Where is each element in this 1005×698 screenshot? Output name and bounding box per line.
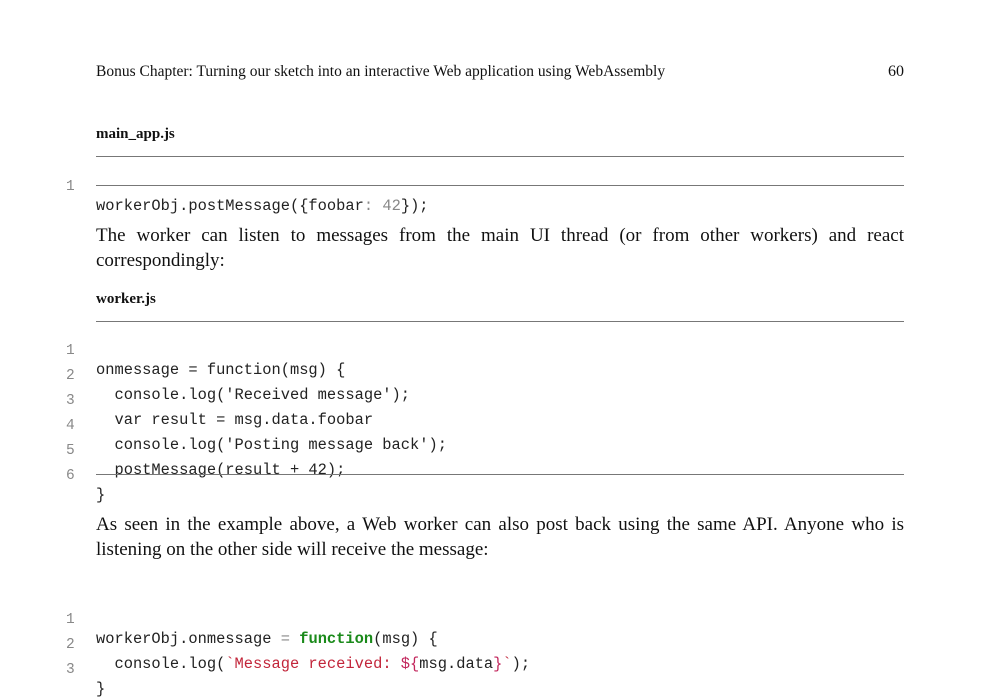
- code-token-string: `: [502, 655, 512, 673]
- code-text: }: [96, 680, 106, 698]
- code-token-string: `Message received:: [225, 655, 401, 673]
- page-number: 60: [888, 63, 904, 80]
- code-token: });: [400, 197, 429, 215]
- code-text: onmessage = function(msg) {: [96, 361, 346, 379]
- code-line: 3 }: [0, 644, 1005, 698]
- code-text: console.log('Posting message back');: [96, 436, 447, 454]
- chapter-title: Bonus Chapter: Turning our sketch into a…: [96, 63, 666, 80]
- code-token: );: [511, 655, 531, 673]
- code-text: workerObj.onmessage = function(msg) {: [96, 630, 438, 648]
- code-token: msg.data: [419, 655, 494, 673]
- listing-bottom-rule: [96, 474, 904, 475]
- code-token-interpolation: ${: [400, 655, 420, 673]
- listing-bottom-rule: [96, 185, 904, 186]
- running-header: Bonus Chapter: Turning our sketch into a…: [96, 63, 904, 85]
- line-number: 1: [66, 343, 75, 359]
- code-token-interpolation: }: [493, 655, 503, 673]
- listing-caption-worker: worker.js: [96, 291, 156, 307]
- code-text: var result = msg.data.foobar: [96, 411, 374, 429]
- body-paragraph: The worker can listen to messages from t…: [96, 225, 904, 271]
- code-token: workerObj.onmessage: [96, 630, 281, 648]
- code-text: workerObj.postMessage({foobar: 42});: [96, 197, 429, 215]
- code-line: 2 console.log(`Message received: ${msg.d…: [0, 619, 1005, 673]
- line-number: 3: [66, 662, 75, 678]
- code-text: }: [96, 486, 106, 504]
- body-paragraph: As seen in the example above, a Web work…: [96, 514, 904, 560]
- code-token-operator: =: [280, 630, 290, 648]
- code-line: 5 postMessage(result + 42);: [0, 425, 1005, 479]
- code-text: console.log('Received message');: [96, 386, 411, 404]
- code-token-number: 42: [382, 197, 401, 215]
- code-line: 6 }: [0, 450, 1005, 504]
- listing-caption-main-app: main_app.js: [96, 126, 175, 142]
- code-token-keyword: function: [299, 630, 374, 648]
- code-token: workerObj.postMessage({foobar: [96, 197, 364, 215]
- listing-top-rule: [96, 321, 904, 322]
- code-token: (msg) {: [373, 630, 438, 648]
- code-token-space: [373, 197, 382, 215]
- line-number: 5: [66, 443, 75, 459]
- code-token: console.log(: [96, 655, 226, 673]
- code-token-colon: :: [363, 197, 374, 215]
- line-number: 2: [66, 637, 75, 653]
- code-text: console.log(`Message received: ${msg.dat…: [96, 655, 530, 673]
- code-line: 3 var result = msg.data.foobar: [0, 375, 1005, 429]
- line-number: 2: [66, 368, 75, 384]
- code-line: 1 onmessage = function(msg) {: [0, 325, 1005, 379]
- line-number: 6: [66, 468, 75, 484]
- code-line: 4 console.log('Posting message back');: [0, 400, 1005, 454]
- line-number: 1: [66, 612, 75, 628]
- line-number: 3: [66, 393, 75, 409]
- code-line: 1 workerObj.postMessage({foobar: 42});: [0, 161, 1005, 215]
- line-number: 1: [66, 179, 75, 195]
- line-number: 4: [66, 418, 75, 434]
- code-line: 1 workerObj.onmessage = function(msg) {: [0, 594, 1005, 648]
- listing-top-rule: [96, 156, 904, 157]
- code-line: 2 console.log('Received message');: [0, 350, 1005, 404]
